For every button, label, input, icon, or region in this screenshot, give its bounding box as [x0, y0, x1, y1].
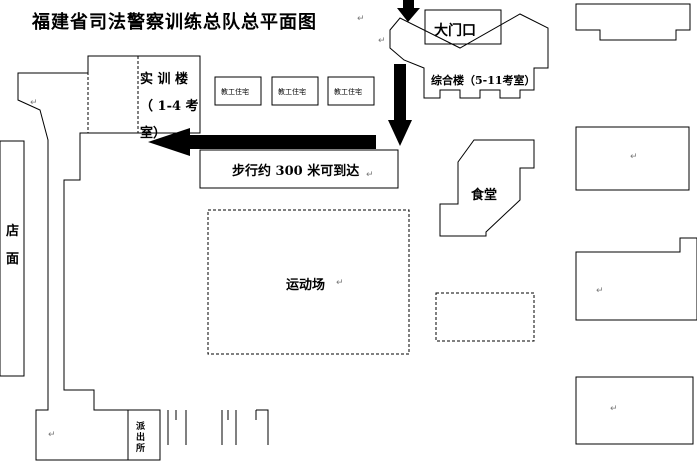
shop-strip — [0, 140, 25, 377]
arrow-down-gate — [388, 64, 412, 146]
training-building-label-line3: 室） — [140, 126, 167, 141]
right-building-2 — [575, 126, 690, 191]
dormitory-1 — [214, 76, 262, 106]
paragraph-mark: ↵ — [366, 170, 374, 180]
paragraph-mark: ↵ — [30, 98, 38, 108]
canteen-label: 食堂 — [471, 188, 498, 203]
paragraph-mark: ↵ — [630, 152, 638, 162]
right-building-1 — [575, 3, 691, 41]
main-gate-label: 大门口 — [434, 23, 476, 39]
dormitory-label-3: 教工住宅 — [334, 88, 362, 96]
paragraph-mark: ↵ — [48, 430, 56, 440]
complex-building-label: 综合楼（5-11考室） — [431, 74, 536, 87]
sports-field — [207, 209, 410, 355]
police-room-label: 派出所 — [136, 422, 146, 454]
arrow-left-walk — [148, 128, 376, 156]
training-building-label-line2: （ 1-4 考 — [140, 99, 199, 114]
bottom-building-b — [221, 410, 237, 445]
bottom-building-c — [255, 409, 269, 445]
page-title: 福建省司法警察训练总队总平面图 — [32, 12, 317, 33]
walk-note-box — [199, 149, 399, 189]
paragraph-mark: ↵ — [336, 278, 344, 288]
right-building-4 — [575, 376, 694, 445]
small-dashed-area — [435, 292, 535, 342]
police-building — [128, 409, 161, 461]
right-building-3 — [575, 237, 697, 321]
walk-note: 步行约 300 米可到达 — [232, 164, 360, 179]
paragraph-mark: ↵ — [610, 404, 618, 414]
paragraph-mark: ↵ — [357, 14, 365, 24]
training-building-label-line1: 实 训 楼 — [140, 72, 189, 87]
dormitory-2 — [271, 76, 319, 106]
dormitory-label-1: 教工住宅 — [221, 88, 249, 96]
shop-label-line2: 面 — [6, 252, 20, 267]
complex-building — [389, 13, 549, 99]
shop-label-line1: 店 — [6, 224, 20, 239]
training-area-outline — [17, 55, 201, 461]
paragraph-mark: ↵ — [596, 286, 604, 296]
main-gate — [424, 9, 502, 45]
dormitory-3 — [327, 76, 375, 106]
sports-field-label: 运动场 — [286, 278, 326, 293]
canteen — [439, 139, 535, 237]
bottom-building-a — [167, 410, 187, 445]
training-building — [87, 55, 139, 134]
dormitory-label-2: 教工住宅 — [278, 88, 306, 96]
arrow-down-top — [397, 0, 420, 22]
paragraph-mark: ↵ — [378, 36, 386, 46]
